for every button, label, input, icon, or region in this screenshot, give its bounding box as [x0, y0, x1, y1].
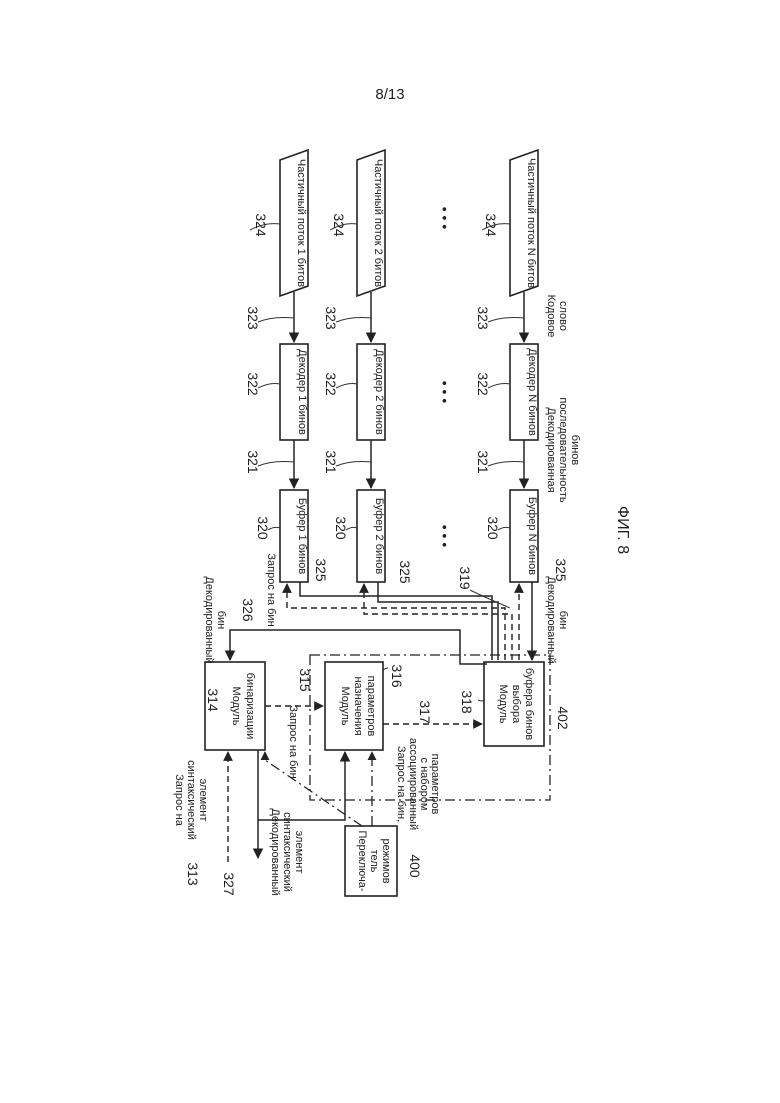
ref-323-a: 323: [245, 306, 261, 330]
ref-325-a: 325: [313, 558, 329, 582]
ellipsis-decoders: • • •: [437, 381, 453, 404]
req-syntax-label-2: синтаксический: [185, 760, 197, 840]
binarizer-label-2: бинаризации: [244, 673, 256, 740]
bin-decoder-1-block: Декодер 1 бинов: [280, 344, 308, 440]
lead-321-2: [336, 462, 371, 467]
figure-label: ФИГ. 8: [614, 506, 631, 554]
req-syntax-label-3: элемент: [197, 779, 209, 822]
ref-320-c: 320: [485, 516, 501, 540]
req-bin-315-label: Запрос на бин: [287, 705, 299, 778]
decoded-bin-to-binarizer: [230, 630, 487, 664]
dec-seq-label-3: бинов: [569, 435, 581, 466]
decoder-2-label: Декодер 2 бинов: [373, 349, 385, 435]
dec-bin-lower-label-1: Декодированный: [545, 576, 557, 663]
ref-324-a: 324: [253, 213, 269, 237]
bin-buffer-n-block: Буфер N бинов: [510, 490, 538, 582]
selector-label-1: Модуль: [497, 685, 509, 724]
mode-label-2: тель: [368, 850, 380, 873]
ref-314: 314: [205, 688, 221, 712]
lead-321-n: [488, 462, 524, 467]
ref-323-c: 323: [475, 306, 491, 330]
decoder-1-label: Декодер 1 бинов: [296, 349, 308, 435]
selector-label-3: буфера бинов: [523, 668, 535, 741]
req-syntax-label-1: Запрос на: [173, 774, 185, 827]
parameter-assigner-block: Модуль назначения параметров: [325, 662, 383, 750]
partial-bitstream-1-block: Частичный поток 1 битов: [280, 150, 308, 296]
lead-321-1: [258, 462, 294, 467]
dec-bin-326-label-1: Декодированный: [203, 576, 215, 663]
ref-400: 400: [407, 854, 423, 878]
req-bin-param-label-3: с набором: [418, 758, 430, 811]
dec-syntax-label-3: элемент: [293, 831, 305, 874]
dec-syntax-label-2: синтаксический: [281, 812, 293, 892]
req-bin-param-label-1: Запрос на бин,: [395, 746, 407, 822]
req-bin-param-label-4: параметров: [429, 754, 441, 815]
ref-324-b: 324: [331, 213, 347, 237]
param-label-3: параметров: [365, 676, 377, 737]
lead-323-1: [258, 318, 294, 323]
binarizer-label-1: Модуль: [230, 687, 242, 726]
ref-322-a: 322: [245, 372, 261, 396]
dec-seq-label-1: Декодированная: [545, 407, 557, 492]
ref-327: 327: [221, 872, 237, 896]
mode-switch-block: Переключа- тель режимов: [345, 826, 397, 896]
ref-320-a: 320: [255, 516, 271, 540]
ref-318: 318: [459, 690, 475, 714]
lead-319: [470, 590, 510, 608]
buffer-n-label: Буфер N бинов: [526, 497, 538, 575]
buffer-1-label: Буфер 1 бинов: [296, 498, 308, 575]
param-label-1: Модуль: [339, 687, 351, 726]
dec-bin-lower-label-2: бин: [557, 611, 569, 630]
bin-decoder-n-block: Декодер N бинов: [510, 344, 538, 440]
ellipsis-buffers: • • •: [437, 525, 453, 548]
bin-buffer-selector-block: Модуль выбора буфера бинов: [484, 662, 544, 746]
decoded-bin-from-buffer-2: [378, 582, 498, 660]
bin-buffer-1-block: Буфер 1 бинов: [280, 490, 308, 582]
stream-n-label: Частичный поток N битов: [525, 158, 537, 288]
decoder-n-label: Декодер N бинов: [526, 348, 538, 436]
ellipsis-streams: • • •: [437, 207, 453, 230]
ref-313: 313: [185, 862, 201, 886]
req-bin-325-label: Запрос на бин: [265, 553, 277, 626]
bin-buffer-2-block: Буфер 2 бинов: [357, 490, 385, 582]
bin-decoder-2-block: Декодер 2 бинов: [357, 344, 385, 440]
mode-label-1: Переключа-: [356, 830, 368, 891]
ref-321-a: 321: [245, 450, 261, 474]
ref-322-c: 322: [475, 372, 491, 396]
dec-seq-label-2: последовательность: [557, 397, 569, 503]
stream-1-label: Частичный поток 1 битов: [295, 159, 307, 287]
codeword-label-1: Кодовое: [545, 295, 557, 338]
ref-319: 319: [457, 566, 473, 590]
ref-324-c: 324: [483, 213, 499, 237]
selector-label-2: выбора: [510, 685, 522, 724]
lead-323-n: [488, 318, 524, 323]
ref-321-b: 321: [323, 450, 339, 474]
partial-bitstream-n-block: Частичный поток N битов: [510, 150, 538, 296]
ref-402: 402: [555, 706, 571, 730]
ref-322-b: 322: [323, 372, 339, 396]
req-bin-param-label-2: ассоциированный: [407, 738, 419, 830]
dec-bin-326-label-2: бин: [215, 611, 227, 630]
mode-label-3: режимов: [380, 838, 392, 883]
dec-syntax-label-1: Декодированный: [269, 808, 281, 895]
codeword-label-2: слово: [557, 301, 569, 331]
ref-315: 315: [297, 668, 313, 692]
lead-318: [478, 700, 484, 701]
ref-317: 317: [417, 700, 433, 724]
buffer-2-label: Буфер 2 бинов: [373, 498, 385, 575]
decoded-bin-from-buffer-1: [300, 582, 492, 660]
ref-320-b: 320: [333, 516, 349, 540]
ref-325-b: 325: [397, 560, 413, 584]
ref-321-c: 321: [475, 450, 491, 474]
ref-323-b: 323: [323, 306, 339, 330]
stream-2-label: Частичный поток 2 битов: [372, 159, 384, 287]
lead-323-2: [336, 318, 371, 323]
partial-bitstream-2-block: Частичный поток 2 битов: [357, 150, 385, 296]
ref-316: 316: [389, 664, 405, 688]
param-label-2: назначения: [352, 676, 364, 735]
ref-326: 326: [240, 598, 256, 622]
